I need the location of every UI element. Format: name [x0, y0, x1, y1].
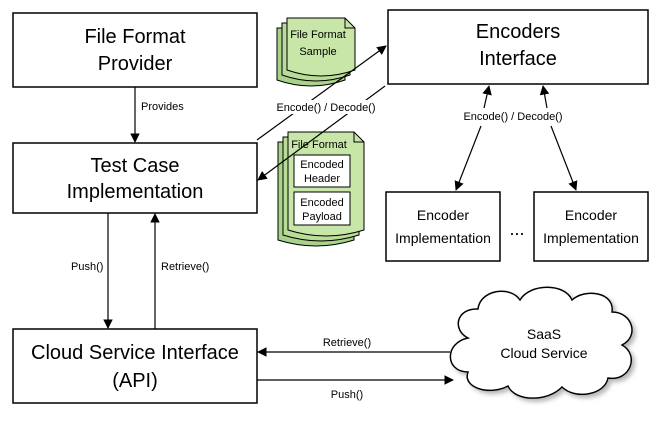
retrieve-cloud-edge: Retrieve() — [257, 337, 450, 357]
file-format-encoded-document: File Format Encoded Header Encoded Paylo… — [277, 131, 365, 247]
encoder-impl-2-line1: Encoder — [565, 207, 617, 223]
test-case-implementation-node: Test Case Implementation — [12, 142, 258, 214]
provides-label: Provides — [141, 101, 184, 113]
encode-decode-right-label: Encode() / Decode() — [463, 111, 562, 123]
encoded-payload-line1: Encoded — [300, 197, 343, 209]
interface-encoder-edge-2 — [539, 85, 578, 191]
encode-decode-left-label: Encode() / Decode() — [276, 102, 375, 114]
encode-edge-to-interface — [256, 45, 387, 141]
file-format-encoded-title: File Format — [291, 139, 347, 151]
push-down-edge: Push() — [71, 213, 113, 329]
file-format-sample-line2: Sample — [299, 46, 336, 58]
file-format-provider-line2: Provider — [98, 53, 173, 75]
push-cloud-label: Push() — [331, 389, 363, 401]
encoded-payload-line2: Payload — [302, 211, 342, 223]
test-case-line2: Implementation — [67, 181, 204, 203]
saas-cloud-line2: Cloud Service — [500, 345, 587, 361]
encoders-interface-node: Encoders Interface — [387, 9, 649, 85]
test-case-line1: Test Case — [91, 155, 180, 177]
encoded-header-line1: Encoded — [300, 159, 343, 171]
encoder-implementation-node-1: Encoder Implementation — [385, 191, 501, 262]
saas-cloud-service-node: SaaS Cloud Service — [449, 286, 633, 399]
encoded-header-box — [293, 154, 351, 188]
file-format-provider-line1: File Format — [84, 26, 186, 48]
push-cloud-edge: Push() — [257, 375, 454, 401]
cloud-service-interface-line1: Cloud Service Interface — [31, 342, 239, 364]
encoders-interface-line1: Encoders — [476, 21, 561, 43]
file-format-sample-document: File Format Sample — [276, 17, 356, 87]
encode-decode-left-label-bg — [272, 100, 380, 114]
file-format-provider-node: File Format Provider — [12, 12, 258, 88]
encoders-interface-line2: Interface — [479, 48, 557, 70]
push-down-label: Push() — [71, 261, 103, 273]
encoder-impl-1-line2: Implementation — [395, 230, 491, 246]
encoded-payload-box — [293, 191, 351, 226]
cloud-service-interface-line2: (API) — [112, 370, 158, 392]
interface-encoder-edge-1 — [454, 85, 492, 191]
provides-edge: Provides — [130, 87, 184, 143]
saas-cloud-line1: SaaS — [527, 326, 561, 342]
encoder-impl-2-line2: Implementation — [543, 230, 639, 246]
encoder-implementation-node-2: Encoder Implementation — [533, 191, 649, 262]
retrieve-up-edge: Retrieve() — [150, 213, 209, 329]
encoder-impl-1-line1: Encoder — [417, 207, 469, 223]
retrieve-cloud-label: Retrieve() — [323, 337, 371, 349]
retrieve-up-label: Retrieve() — [161, 261, 209, 273]
ellipsis-text: ... — [509, 219, 524, 239]
encoded-header-line2: Header — [304, 173, 340, 185]
file-format-sample-line1: File Format — [290, 29, 346, 41]
cloud-service-interface-node: Cloud Service Interface (API) — [12, 328, 258, 404]
